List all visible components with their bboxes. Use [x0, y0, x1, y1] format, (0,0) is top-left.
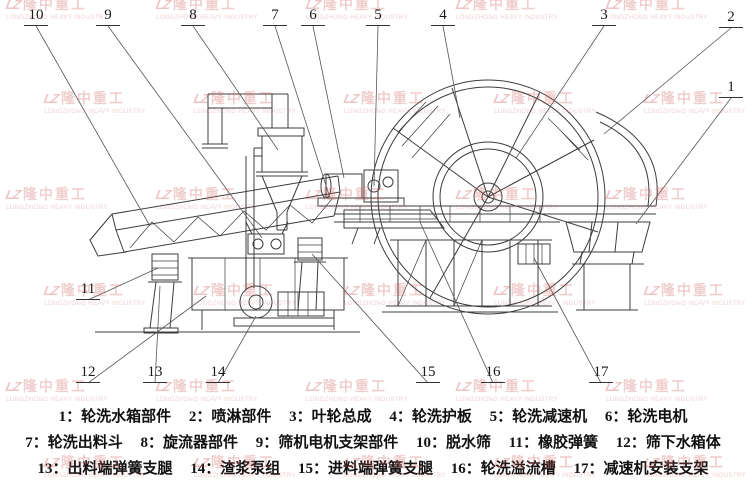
wheel-support-frame [386, 240, 552, 306]
legend-line-3: 13：出料端弹簧支腿 14：渣浆泵组 15：进料端弹簧支腿 16：轮洗溢流槽 1… [0, 456, 746, 482]
legend-item: 13：出料端弹簧支腿 [37, 461, 173, 477]
overflow-trough [344, 210, 444, 244]
callout-1: 1 [719, 78, 743, 98]
legend-item: 17：减速机安装支架 [573, 461, 709, 477]
callout-10: 10 [24, 6, 48, 26]
callout-11: 11 [76, 280, 100, 300]
legend-item: 16：轮洗溢流槽 [450, 461, 556, 477]
legend-item: 1：轮洗水箱部件 [58, 409, 172, 425]
legend-item: 11：橡胶弹簧 [508, 435, 598, 451]
legend-item: 7：轮洗出料斗 [25, 435, 123, 451]
legend-item: 14：渣浆泵组 [190, 461, 281, 477]
callout-17: 17 [589, 363, 613, 383]
under-screen-tank [188, 258, 348, 330]
callout-8: 8 [181, 6, 205, 26]
legend-item: 5：轮洗减速机 [489, 409, 588, 425]
callout-6: 6 [301, 6, 325, 26]
legend-item: 8：旋流器部件 [140, 435, 239, 451]
callout-2: 2 [719, 8, 743, 28]
trough-rails [334, 206, 656, 222]
legend-item: 2：喷淋部件 [188, 409, 272, 425]
callout-5: 5 [366, 6, 390, 26]
wheel-water-tank [566, 222, 650, 310]
legend-item: 15：进料端弹簧支腿 [297, 461, 433, 477]
callout-13: 13 [143, 363, 167, 383]
legend-item: 6：轮洗电机 [604, 409, 688, 425]
callout-3: 3 [592, 6, 616, 26]
legend-item: 9：筛机电机支架部件 [255, 435, 399, 451]
spring-supports [144, 238, 326, 333]
callout-7: 7 [263, 6, 287, 26]
callout-15: 15 [416, 363, 440, 383]
hydrocyclone [202, 94, 308, 230]
parts-legend: 1：轮洗水箱部件 2：喷淋部件 3：叶轮总成 4：轮洗护板 5：轮洗减速机 6：… [0, 404, 746, 482]
legend-item: 12：筛下水箱体 [615, 435, 721, 451]
bucket-wheel [371, 80, 657, 314]
machine-drawing [0, 0, 746, 402]
callout-9: 9 [96, 6, 120, 26]
reducer-mount-bracket [518, 244, 550, 264]
screen-motor-support [246, 222, 288, 254]
callout-12: 12 [76, 363, 100, 383]
callout-16: 16 [481, 363, 505, 383]
legend-line-1: 1：轮洗水箱部件 2：喷淋部件 3：叶轮总成 4：轮洗护板 5：轮洗减速机 6：… [0, 404, 746, 430]
legend-item: 4：轮洗护板 [389, 409, 472, 425]
ground-lines [95, 310, 638, 332]
legend-item: 10：脱水筛 [416, 435, 492, 451]
leader-lines [36, 26, 731, 383]
dewatering-screen [90, 176, 340, 256]
legend-item: 3：叶轮总成 [289, 409, 372, 425]
callout-4: 4 [431, 6, 455, 26]
legend-line-2: 7：轮洗出料斗 8：旋流器部件 9：筛机电机支架部件 10：脱水筛 11：橡胶弹… [0, 430, 746, 456]
riser-pipe [246, 148, 262, 290]
callout-14: 14 [206, 363, 230, 383]
slurry-pump [234, 286, 334, 326]
